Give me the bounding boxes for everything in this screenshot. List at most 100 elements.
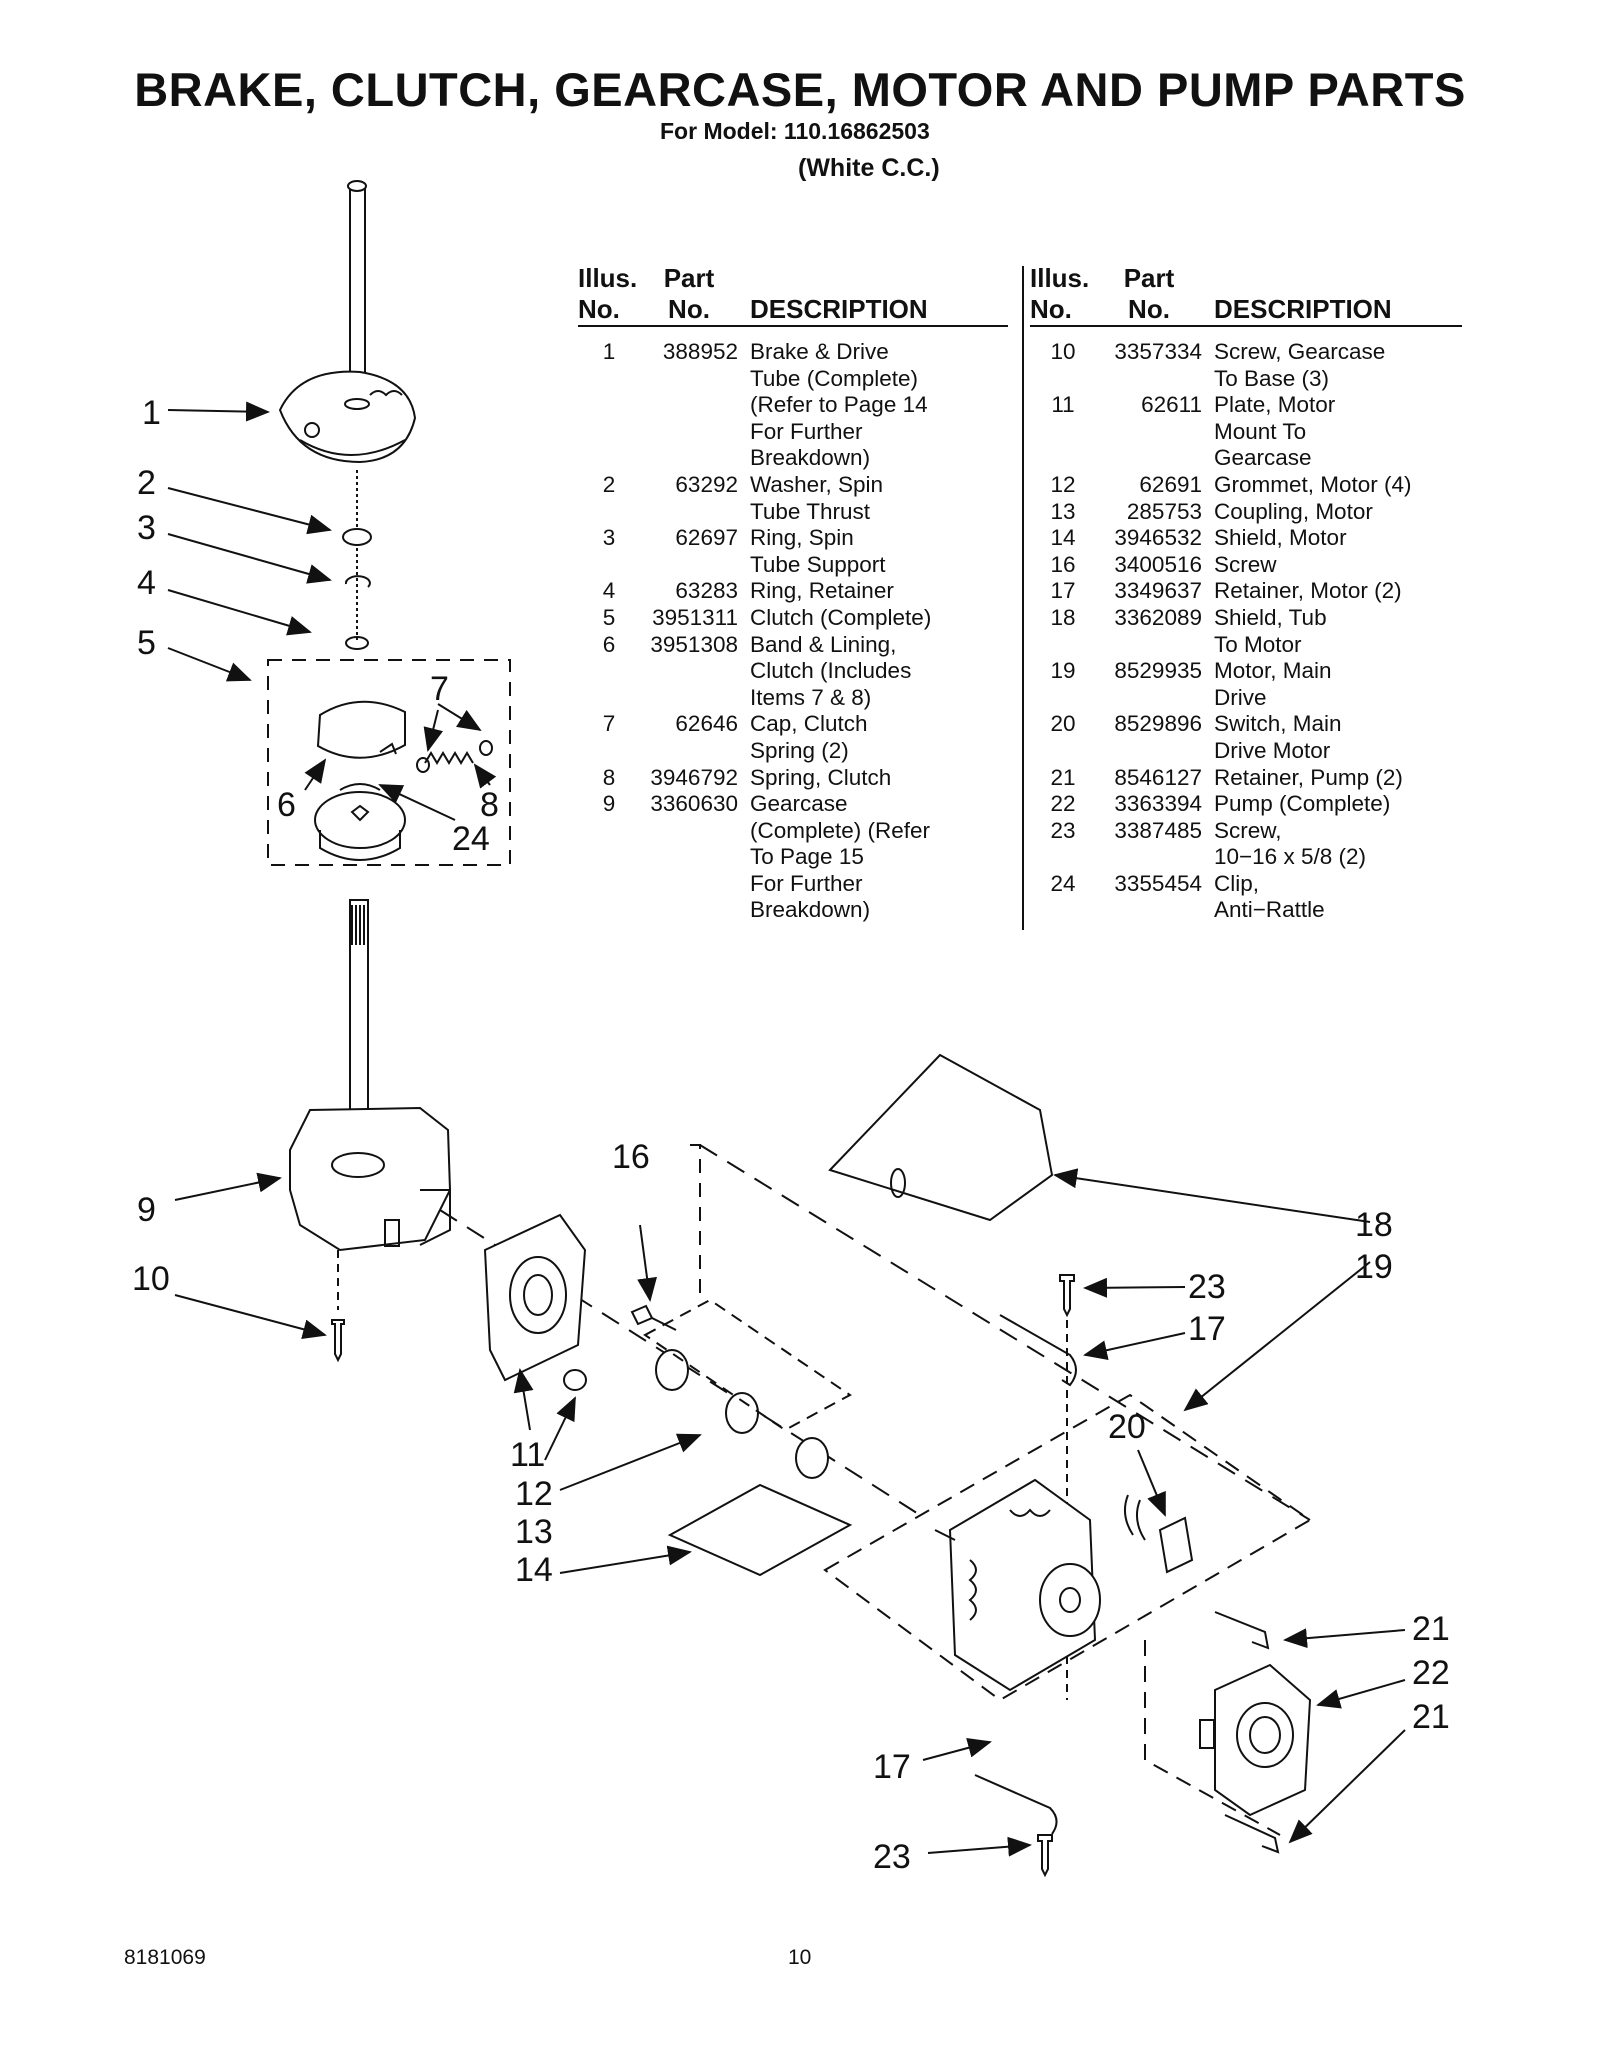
page-title: BRAKE, CLUTCH, GEARCASE, MOTOR AND PUMP … — [134, 63, 1466, 116]
illus-number: 23 — [1050, 817, 1076, 843]
illus-number: 11 — [1051, 392, 1075, 418]
illus-number: 19 — [1050, 658, 1076, 684]
table-divider — [1022, 266, 1024, 930]
callout-21-lower: 21 — [1412, 1698, 1450, 1736]
callout-1: 1 — [142, 394, 161, 432]
table-row: 2 63292 Washer, Spin Tube Thrust — [578, 472, 1008, 525]
part-number: 3951311 — [652, 604, 738, 630]
illus-number: 16 — [1050, 551, 1076, 577]
callout-20: 20 — [1108, 1408, 1146, 1446]
illus-number: 6 — [602, 631, 616, 657]
illus-number: 3 — [602, 525, 616, 551]
part-number: 3400516 — [1114, 551, 1202, 577]
document-number: 8181069 — [124, 1946, 206, 1969]
motor-mount-plate-illustration — [483, 1213, 587, 1382]
gearcase-illustration — [289, 1106, 452, 1252]
part-description: Screw, 10−16 x 5/8 (2) — [1214, 817, 1366, 870]
retainer-21-lower — [1224, 1814, 1280, 1854]
part-number: 3363394 — [1114, 791, 1202, 817]
part-number: 285753 — [1126, 498, 1202, 524]
callout-4: 4 — [137, 564, 156, 602]
illus-number: 22 — [1050, 791, 1076, 817]
part-description: Washer, Spin Tube Thrust — [750, 471, 883, 524]
ring-3-illustration — [344, 575, 371, 588]
illus-number: 5 — [602, 604, 616, 630]
callout-24: 24 — [452, 820, 490, 858]
part-number: 3946792 — [650, 764, 738, 790]
part-description: Shield, Tub To Motor — [1214, 604, 1327, 657]
callout-14: 14 — [515, 1551, 553, 1589]
part-number: 3360630 — [650, 791, 738, 817]
illus-number: 21 — [1050, 764, 1076, 790]
illus-number: 24 — [1050, 870, 1076, 896]
screw-16-illustration — [630, 1304, 677, 1331]
illus-number: 12 — [1050, 471, 1076, 497]
washer-2-illustration — [342, 528, 372, 546]
callout-22: 22 — [1412, 1654, 1450, 1692]
part-description: Screw, Gearcase To Base (3) — [1214, 339, 1386, 391]
part-number: 388952 — [662, 339, 738, 364]
retainer-17-lower — [974, 1774, 1058, 1835]
callout-10: 10 — [132, 1260, 170, 1298]
part-number: 63292 — [675, 471, 738, 497]
illus-number: 14 — [1050, 525, 1076, 551]
retainer-21-upper — [1214, 1611, 1270, 1650]
page-number: 10 — [788, 1946, 812, 1969]
screw-23-lower — [1037, 1834, 1053, 1878]
illus-number: 10 — [1050, 339, 1076, 364]
part-number: 62691 — [1139, 471, 1202, 497]
illus-number: 2 — [602, 471, 616, 497]
col-part-header: Part No. — [1096, 263, 1214, 327]
part-number: 62697 — [675, 525, 738, 551]
ring-4-illustration — [345, 636, 369, 650]
callout-17-lower: 17 — [873, 1748, 911, 1786]
motor-illustration — [934, 1478, 1101, 1692]
part-description: Retainer, Motor (2) — [1214, 578, 1402, 604]
tub-shield-illustration — [828, 1053, 1054, 1222]
callout-16: 16 — [612, 1138, 650, 1176]
grommet-12-illustration — [563, 1369, 587, 1391]
brake-drive-tube-illustration — [278, 370, 417, 464]
col-illus-header: Illus. No. — [1030, 263, 1096, 327]
callout-7: 7 — [430, 670, 449, 708]
callout-21-upper: 21 — [1412, 1610, 1450, 1648]
part-number: 8529935 — [1114, 658, 1202, 684]
part-description: Brake & Drive Tube (Complete) (Refer to … — [750, 339, 928, 471]
part-number: 62611 — [1141, 392, 1202, 418]
clutch-group-box — [267, 659, 511, 866]
part-number: 3946532 — [1114, 525, 1202, 551]
part-number: 62646 — [675, 711, 738, 737]
table-row: 1 388952 Brake & Drive Tube (Complete) (Re… — [578, 326, 1008, 472]
part-description: Coupling, Motor — [1214, 498, 1373, 524]
part-description: Clip, Anti−Rattle — [1214, 870, 1325, 923]
part-number: 3357334 — [1114, 339, 1202, 364]
callout-18: 18 — [1355, 1206, 1393, 1244]
table-row: 22 3363394 Pump (Complete) — [1030, 791, 1462, 818]
callout-23-upper: 23 — [1188, 1268, 1226, 1306]
illus-number: 4 — [602, 578, 616, 604]
callout-8: 8 — [480, 786, 499, 824]
callout-12: 12 — [515, 1475, 553, 1513]
part-description: Pump (Complete) — [1214, 791, 1391, 817]
screw-23-upper — [1059, 1274, 1075, 1318]
pump-illustration — [1199, 1663, 1312, 1817]
illus-number: 1 — [602, 339, 616, 364]
col-illus-header: Illus. No. — [578, 263, 640, 327]
part-description: Cap, Clutch Spring (2) — [750, 711, 868, 763]
illus-number: 18 — [1050, 604, 1076, 630]
switch-illustration — [1123, 1494, 1194, 1574]
